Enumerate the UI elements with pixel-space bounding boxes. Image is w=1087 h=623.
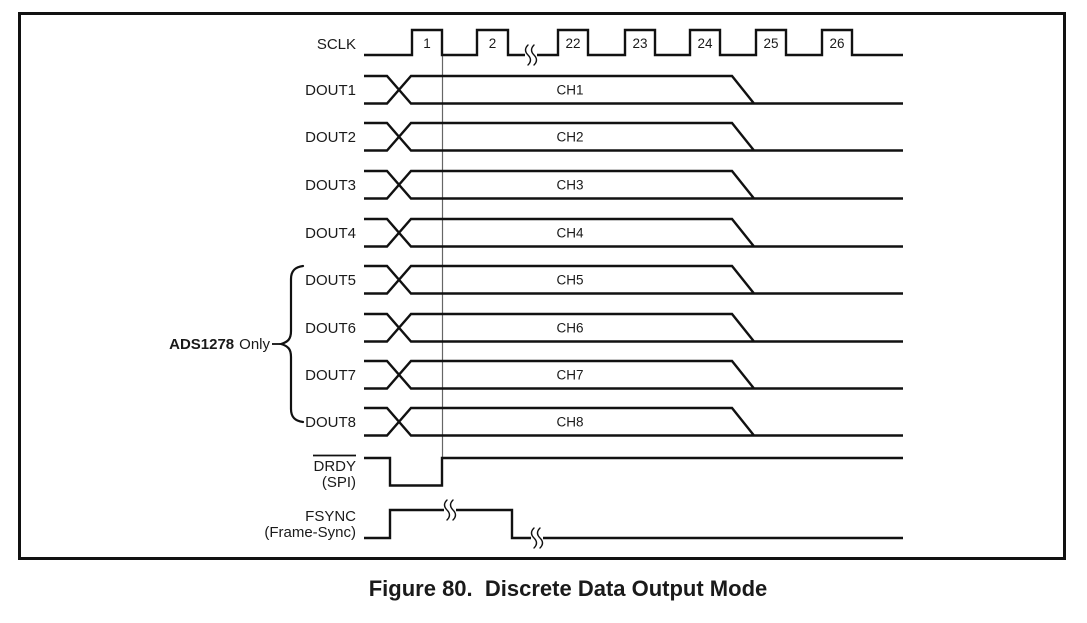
dout5-waveform — [364, 264, 903, 295]
ch5-label: CH5 — [556, 273, 583, 288]
dout4-row: DOUT4 CH4 — [305, 217, 903, 248]
dout3-label: DOUT3 — [305, 177, 356, 194]
dout2-label: DOUT2 — [305, 129, 356, 146]
ch7-label: CH7 — [556, 368, 583, 383]
dout7-label: DOUT7 — [305, 367, 356, 384]
clock-number-23: 23 — [632, 36, 647, 51]
dout7-row: DOUT7 CH7 — [305, 359, 903, 390]
fsync-label: FSYNC — [305, 508, 356, 525]
ch3-label: CH3 — [556, 178, 583, 193]
dout8-label: DOUT8 — [305, 414, 356, 431]
dout8-row: DOUT8 CH8 — [305, 406, 903, 437]
dout6-label: DOUT6 — [305, 320, 356, 337]
fsync-high-break-marker — [443, 499, 457, 521]
ch2-label: CH2 — [556, 130, 583, 145]
dout1-waveform — [364, 74, 903, 105]
dout2-waveform — [364, 121, 903, 152]
dout3-waveform — [364, 169, 903, 200]
sclk-waveform — [364, 28, 903, 57]
figure-border — [18, 12, 1066, 560]
ads1278-only-group: ADS1278 Only — [169, 264, 305, 424]
fsync-low-break-marker — [530, 527, 544, 549]
clock-number-26: 26 — [829, 36, 844, 51]
ch8-label: CH8 — [556, 415, 583, 430]
ch1-label: CH1 — [556, 83, 583, 98]
dout7-waveform — [364, 359, 903, 390]
drdy-row: DRDY (SPI) — [313, 454, 903, 491]
dout6-waveform — [364, 312, 903, 343]
drdy-label: DRDY — [313, 458, 356, 475]
clock-number-24: 24 — [697, 36, 713, 51]
clock-number-25: 25 — [763, 36, 778, 51]
sclk-label: SCLK — [317, 36, 356, 53]
dout5-row: DOUT5 CH5 — [305, 264, 903, 295]
figure-caption: Figure 80. Discrete Data Output Mode — [369, 576, 768, 601]
fsync-waveform — [364, 508, 903, 540]
drdy-sublabel: (SPI) — [322, 474, 356, 491]
clock-number-2: 2 — [489, 36, 497, 51]
dout1-row: DOUT1 CH1 — [305, 74, 903, 105]
group-device-name: ADS1278 — [169, 336, 234, 353]
sclk-break-marker — [524, 44, 538, 66]
dout5-label: DOUT5 — [305, 272, 356, 289]
group-suffix: Only — [239, 336, 270, 353]
dout6-row: DOUT6 CH6 — [305, 312, 903, 343]
dout2-row: DOUT2 CH2 — [305, 121, 903, 152]
fsync-row: FSYNC (Frame-Sync) — [264, 499, 903, 549]
group-label: ADS1278 Only — [169, 336, 270, 353]
ch4-label: CH4 — [556, 226, 583, 241]
dout1-label: DOUT1 — [305, 82, 356, 99]
clock-number-22: 22 — [565, 36, 580, 51]
dout4-waveform — [364, 217, 903, 248]
ch6-label: CH6 — [556, 321, 583, 336]
clock-number-1: 1 — [423, 36, 431, 51]
drdy-waveform — [364, 456, 903, 487]
sclk-row: SCLK 1 2 22 23 24 25 26 — [317, 28, 903, 66]
group-brace — [276, 264, 305, 424]
fsync-sublabel: (Frame-Sync) — [264, 524, 356, 541]
dout4-label: DOUT4 — [305, 225, 356, 242]
dout8-waveform — [364, 406, 903, 437]
dout3-row: DOUT3 CH3 — [305, 169, 903, 200]
